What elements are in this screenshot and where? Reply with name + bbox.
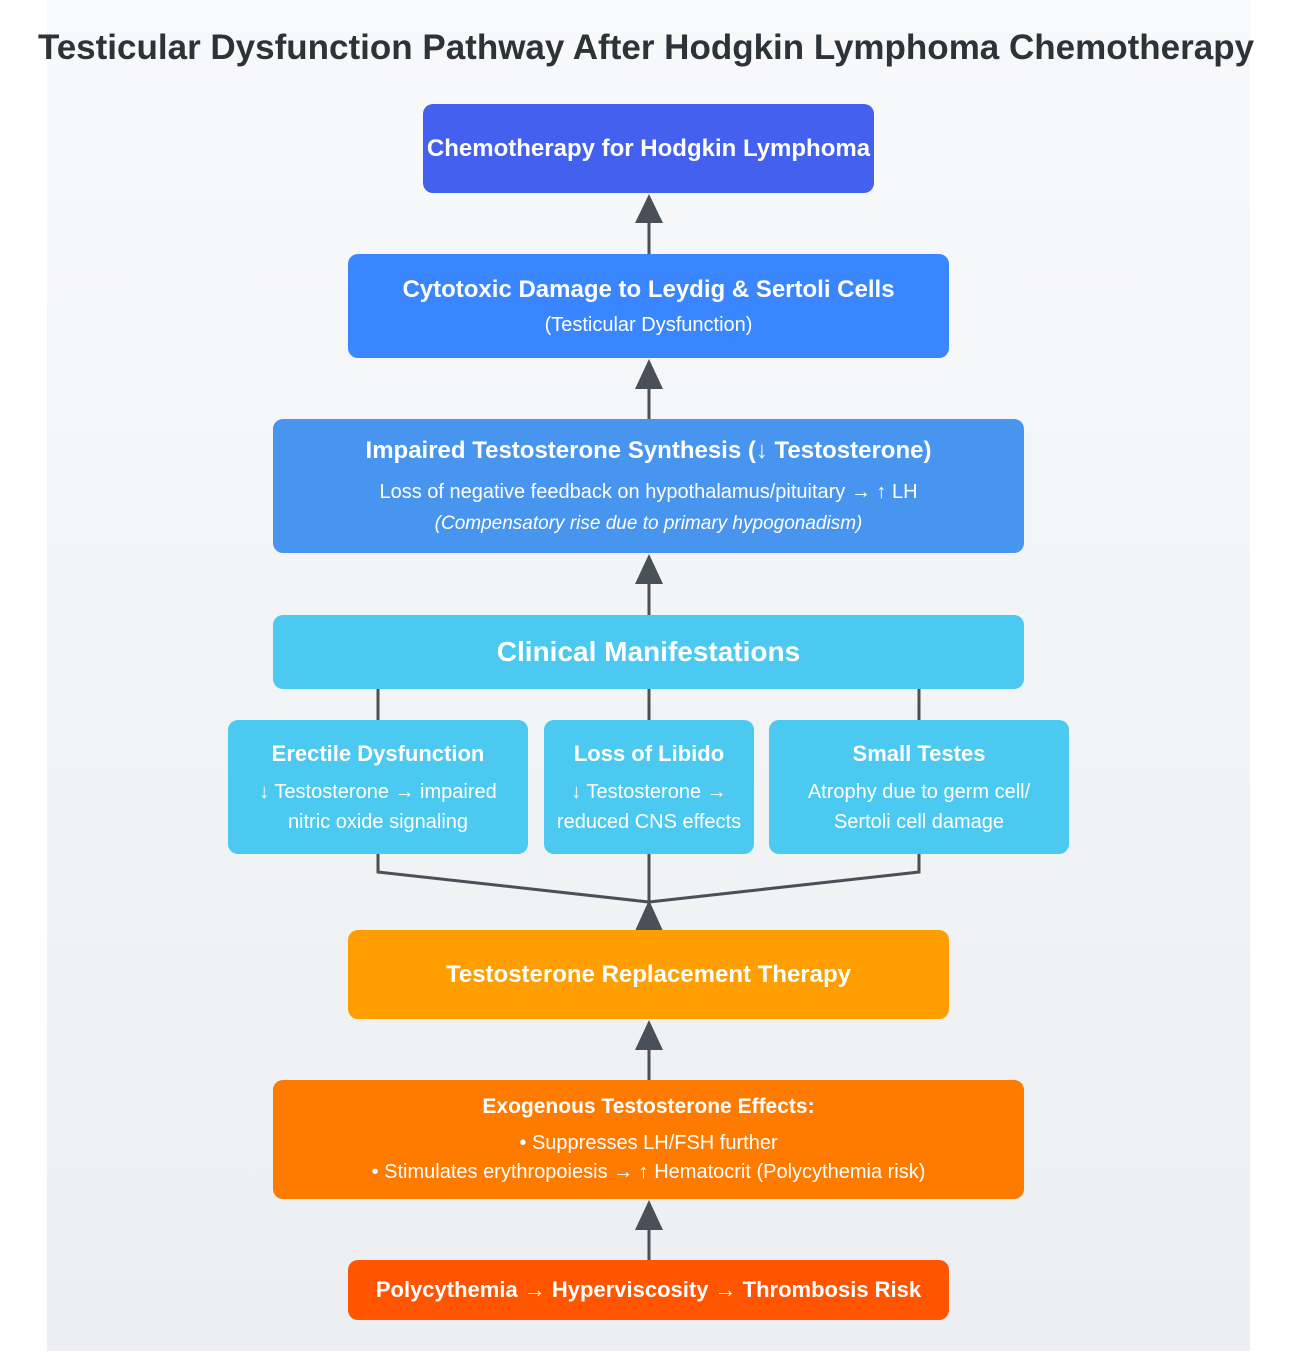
node-small-testes-line-1: Atrophy due to germ cell/ <box>807 780 1031 803</box>
node-testosterone-replacement-title: Testosterone Replacement Therapy <box>445 960 851 988</box>
arrowhead-trt-top <box>635 900 663 931</box>
node-impaired-synthesis-line: Loss of negative feedback on hypothalamu… <box>379 481 918 503</box>
diagram-title: Testicular Dysfunction Pathway After Hod… <box>37 28 1255 67</box>
node-exogenous-effects-line-2: • Stimulates erythropoiesis → ↑ Hematocr… <box>371 1161 926 1183</box>
arrowhead-damage <box>635 359 663 389</box>
node-small-testes: Small Testes Atrophy due to germ cell/ S… <box>769 720 1069 854</box>
node-chemotherapy-title: Chemotherapy for Hodgkin Lymphoma <box>426 134 871 162</box>
node-clinical-manifestations-title: Clinical Manifestations <box>496 636 801 667</box>
edge-testes-to-trt <box>648 854 921 904</box>
node-loss-of-libido-line-1: ↓ Testosterone → <box>571 780 727 803</box>
node-erectile-dysfunction-title: Erectile Dysfunction <box>271 740 485 766</box>
node-cytotoxic-damage: Cytotoxic Damage to Leydig & Sertoli Cel… <box>348 254 949 358</box>
node-cytotoxic-damage-title: Cytotoxic Damage to Leydig & Sertoli Cel… <box>402 275 895 303</box>
node-impaired-synthesis-note: (Compensatory rise due to primary hypogo… <box>434 513 863 534</box>
node-erectile-dysfunction-line-2: nitric oxide signaling <box>287 810 469 833</box>
node-exogenous-effects-line-1: • Suppresses LH/FSH further <box>519 1132 778 1154</box>
node-small-testes-title: Small Testes <box>852 740 986 766</box>
node-polycythemia-title: Polycythemia → Hyperviscosity → Thrombos… <box>375 1277 922 1302</box>
node-polycythemia: Polycythemia → Hyperviscosity → Thrombos… <box>348 1260 949 1320</box>
node-loss-of-libido: Loss of Libido ↓ Testosterone → reduced … <box>544 720 754 854</box>
node-chemotherapy: Chemotherapy for Hodgkin Lymphoma <box>423 104 874 193</box>
node-erectile-dysfunction-line-1: ↓ Testosterone → impaired <box>259 780 497 803</box>
node-small-testes-line-2: Sertoli cell damage <box>833 810 1005 833</box>
node-loss-of-libido-line-2: reduced CNS effects <box>556 810 742 833</box>
node-exogenous-effects: Exogenous Testosterone Effects: • Suppre… <box>273 1080 1024 1199</box>
node-impaired-synthesis: Impaired Testosterone Synthesis (↓ Testo… <box>273 419 1024 553</box>
node-loss-of-libido-title: Loss of Libido <box>573 740 725 766</box>
node-impaired-synthesis-title: Impaired Testosterone Synthesis (↓ Testo… <box>365 437 932 464</box>
arrowhead-trt-bottom <box>635 1020 663 1050</box>
arrowhead-exo <box>635 1200 663 1230</box>
node-clinical-manifestations: Clinical Manifestations <box>273 615 1024 689</box>
node-erectile-dysfunction: Erectile Dysfunction ↓ Testosterone → im… <box>228 720 528 854</box>
node-testosterone-replacement: Testosterone Replacement Therapy <box>348 930 949 1019</box>
arrowhead-impaired <box>635 554 663 584</box>
node-exogenous-effects-title: Exogenous Testosterone Effects: <box>482 1095 815 1118</box>
arrowhead-chemo <box>635 194 663 223</box>
node-cytotoxic-damage-subtitle: (Testicular Dysfunction) <box>544 313 753 336</box>
edge-ed-to-trt <box>376 854 650 904</box>
